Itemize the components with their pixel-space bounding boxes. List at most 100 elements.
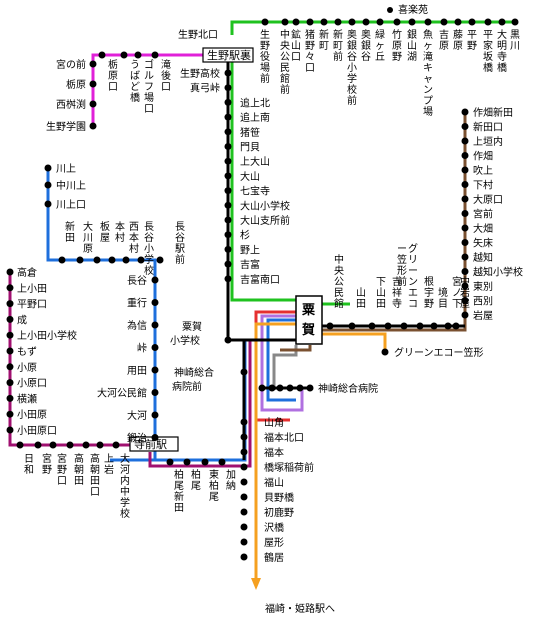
station-dot[interactable] <box>424 18 432 26</box>
station-dot[interactable] <box>296 384 304 392</box>
station-dot[interactable] <box>261 18 269 26</box>
station-dot[interactable] <box>461 181 469 188</box>
station-dot[interactable] <box>281 18 289 26</box>
station-dot[interactable] <box>120 51 128 59</box>
station-dot[interactable] <box>461 123 469 130</box>
station-dot[interactable] <box>268 384 276 392</box>
station-dot[interactable] <box>461 253 469 261</box>
station-dot[interactable] <box>461 108 469 116</box>
station-dot[interactable] <box>461 239 469 246</box>
station-dot[interactable] <box>334 18 342 26</box>
station-dot[interactable] <box>6 394 14 402</box>
station-dot[interactable] <box>6 363 14 371</box>
station-dot[interactable] <box>6 268 14 276</box>
station-dot[interactable] <box>348 322 356 330</box>
station-dot[interactable] <box>240 538 248 546</box>
station-dot[interactable] <box>112 441 120 449</box>
station-dot[interactable] <box>224 113 232 121</box>
station-dot[interactable] <box>286 384 294 392</box>
station-dot[interactable] <box>151 276 159 284</box>
station-dot[interactable] <box>6 315 14 323</box>
station-dot[interactable] <box>461 166 469 174</box>
station-dot[interactable] <box>384 322 392 330</box>
station-dot[interactable] <box>276 384 284 392</box>
station-dot[interactable] <box>461 137 469 145</box>
station-dot[interactable] <box>461 297 469 304</box>
station-dot[interactable] <box>151 366 159 374</box>
station-dot[interactable] <box>461 282 469 290</box>
station-dot[interactable] <box>461 152 469 159</box>
station-dot[interactable] <box>484 18 492 26</box>
station-dot[interactable] <box>6 347 14 355</box>
station-dot[interactable] <box>58 256 66 264</box>
station-dot[interactable] <box>224 245 232 253</box>
station-dot[interactable] <box>240 368 248 376</box>
station-dot[interactable] <box>224 128 232 136</box>
station-dot[interactable] <box>224 216 232 224</box>
station-dot[interactable] <box>89 100 97 108</box>
station-dot[interactable] <box>306 18 314 26</box>
station-dot[interactable] <box>151 389 159 396</box>
station-dot[interactable] <box>240 433 248 441</box>
station-dot[interactable] <box>6 426 14 434</box>
station-dot[interactable] <box>224 201 232 209</box>
station-dot[interactable] <box>34 441 42 449</box>
station-dot[interactable] <box>108 256 116 264</box>
station-dot[interactable] <box>408 18 416 26</box>
station-dot[interactable] <box>137 256 145 264</box>
station-dot[interactable] <box>166 458 174 466</box>
station-dot[interactable] <box>224 260 232 268</box>
station-dot[interactable] <box>151 411 159 419</box>
station-dot[interactable] <box>461 311 469 319</box>
station-dot[interactable] <box>224 84 232 92</box>
station-dot[interactable] <box>240 508 248 516</box>
station-dot[interactable] <box>224 231 232 239</box>
station-dot[interactable] <box>6 379 14 387</box>
station-dot[interactable] <box>76 256 84 264</box>
station-dot[interactable] <box>151 51 159 59</box>
station-dot[interactable] <box>416 322 424 330</box>
station-dot[interactable] <box>183 458 191 466</box>
station-dot[interactable] <box>224 187 232 195</box>
station-dot[interactable] <box>224 98 232 106</box>
station-dot[interactable] <box>122 256 130 264</box>
station-dot[interactable] <box>240 493 248 501</box>
station-dot[interactable] <box>6 284 14 292</box>
station-dot[interactable] <box>240 418 248 426</box>
hub-awaga[interactable]: 粟 賀 <box>295 295 323 345</box>
station-dot[interactable] <box>151 321 159 329</box>
station-dot[interactable] <box>151 434 159 441</box>
station-dot[interactable] <box>326 322 334 330</box>
station-dot[interactable] <box>156 256 164 264</box>
station-dot[interactable] <box>224 336 232 344</box>
station-dot[interactable] <box>258 384 266 392</box>
station-dot[interactable] <box>454 18 462 26</box>
station-dot[interactable] <box>44 164 52 172</box>
station-dot[interactable] <box>362 18 370 26</box>
station-dot[interactable] <box>44 181 52 189</box>
station-dot[interactable] <box>224 172 232 180</box>
station-dot[interactable] <box>393 18 401 26</box>
station-dot[interactable] <box>240 523 248 531</box>
station-dot[interactable] <box>89 80 97 88</box>
station-dot[interactable] <box>240 478 248 486</box>
station-dot[interactable] <box>320 18 328 26</box>
station-dot[interactable] <box>348 18 356 26</box>
station-dot[interactable] <box>224 69 232 77</box>
station-dot[interactable] <box>6 410 14 418</box>
station-dot[interactable] <box>368 322 376 330</box>
station-dot[interactable] <box>498 18 506 26</box>
station-dot[interactable] <box>44 200 52 208</box>
station-dot[interactable] <box>376 18 384 26</box>
station-dot[interactable] <box>306 384 314 392</box>
hub-ikuno-ura[interactable]: 生野駅裏 <box>202 47 254 63</box>
station-dot[interactable] <box>461 268 469 275</box>
station-dot[interactable] <box>201 458 209 466</box>
station-dot[interactable] <box>89 122 97 130</box>
station-dot[interactable] <box>49 441 57 449</box>
station-dot[interactable] <box>89 60 97 68</box>
station-dot[interactable] <box>96 441 104 449</box>
station-dot[interactable] <box>6 331 14 339</box>
station-dot[interactable] <box>224 275 232 283</box>
station-dot[interactable] <box>511 18 519 26</box>
